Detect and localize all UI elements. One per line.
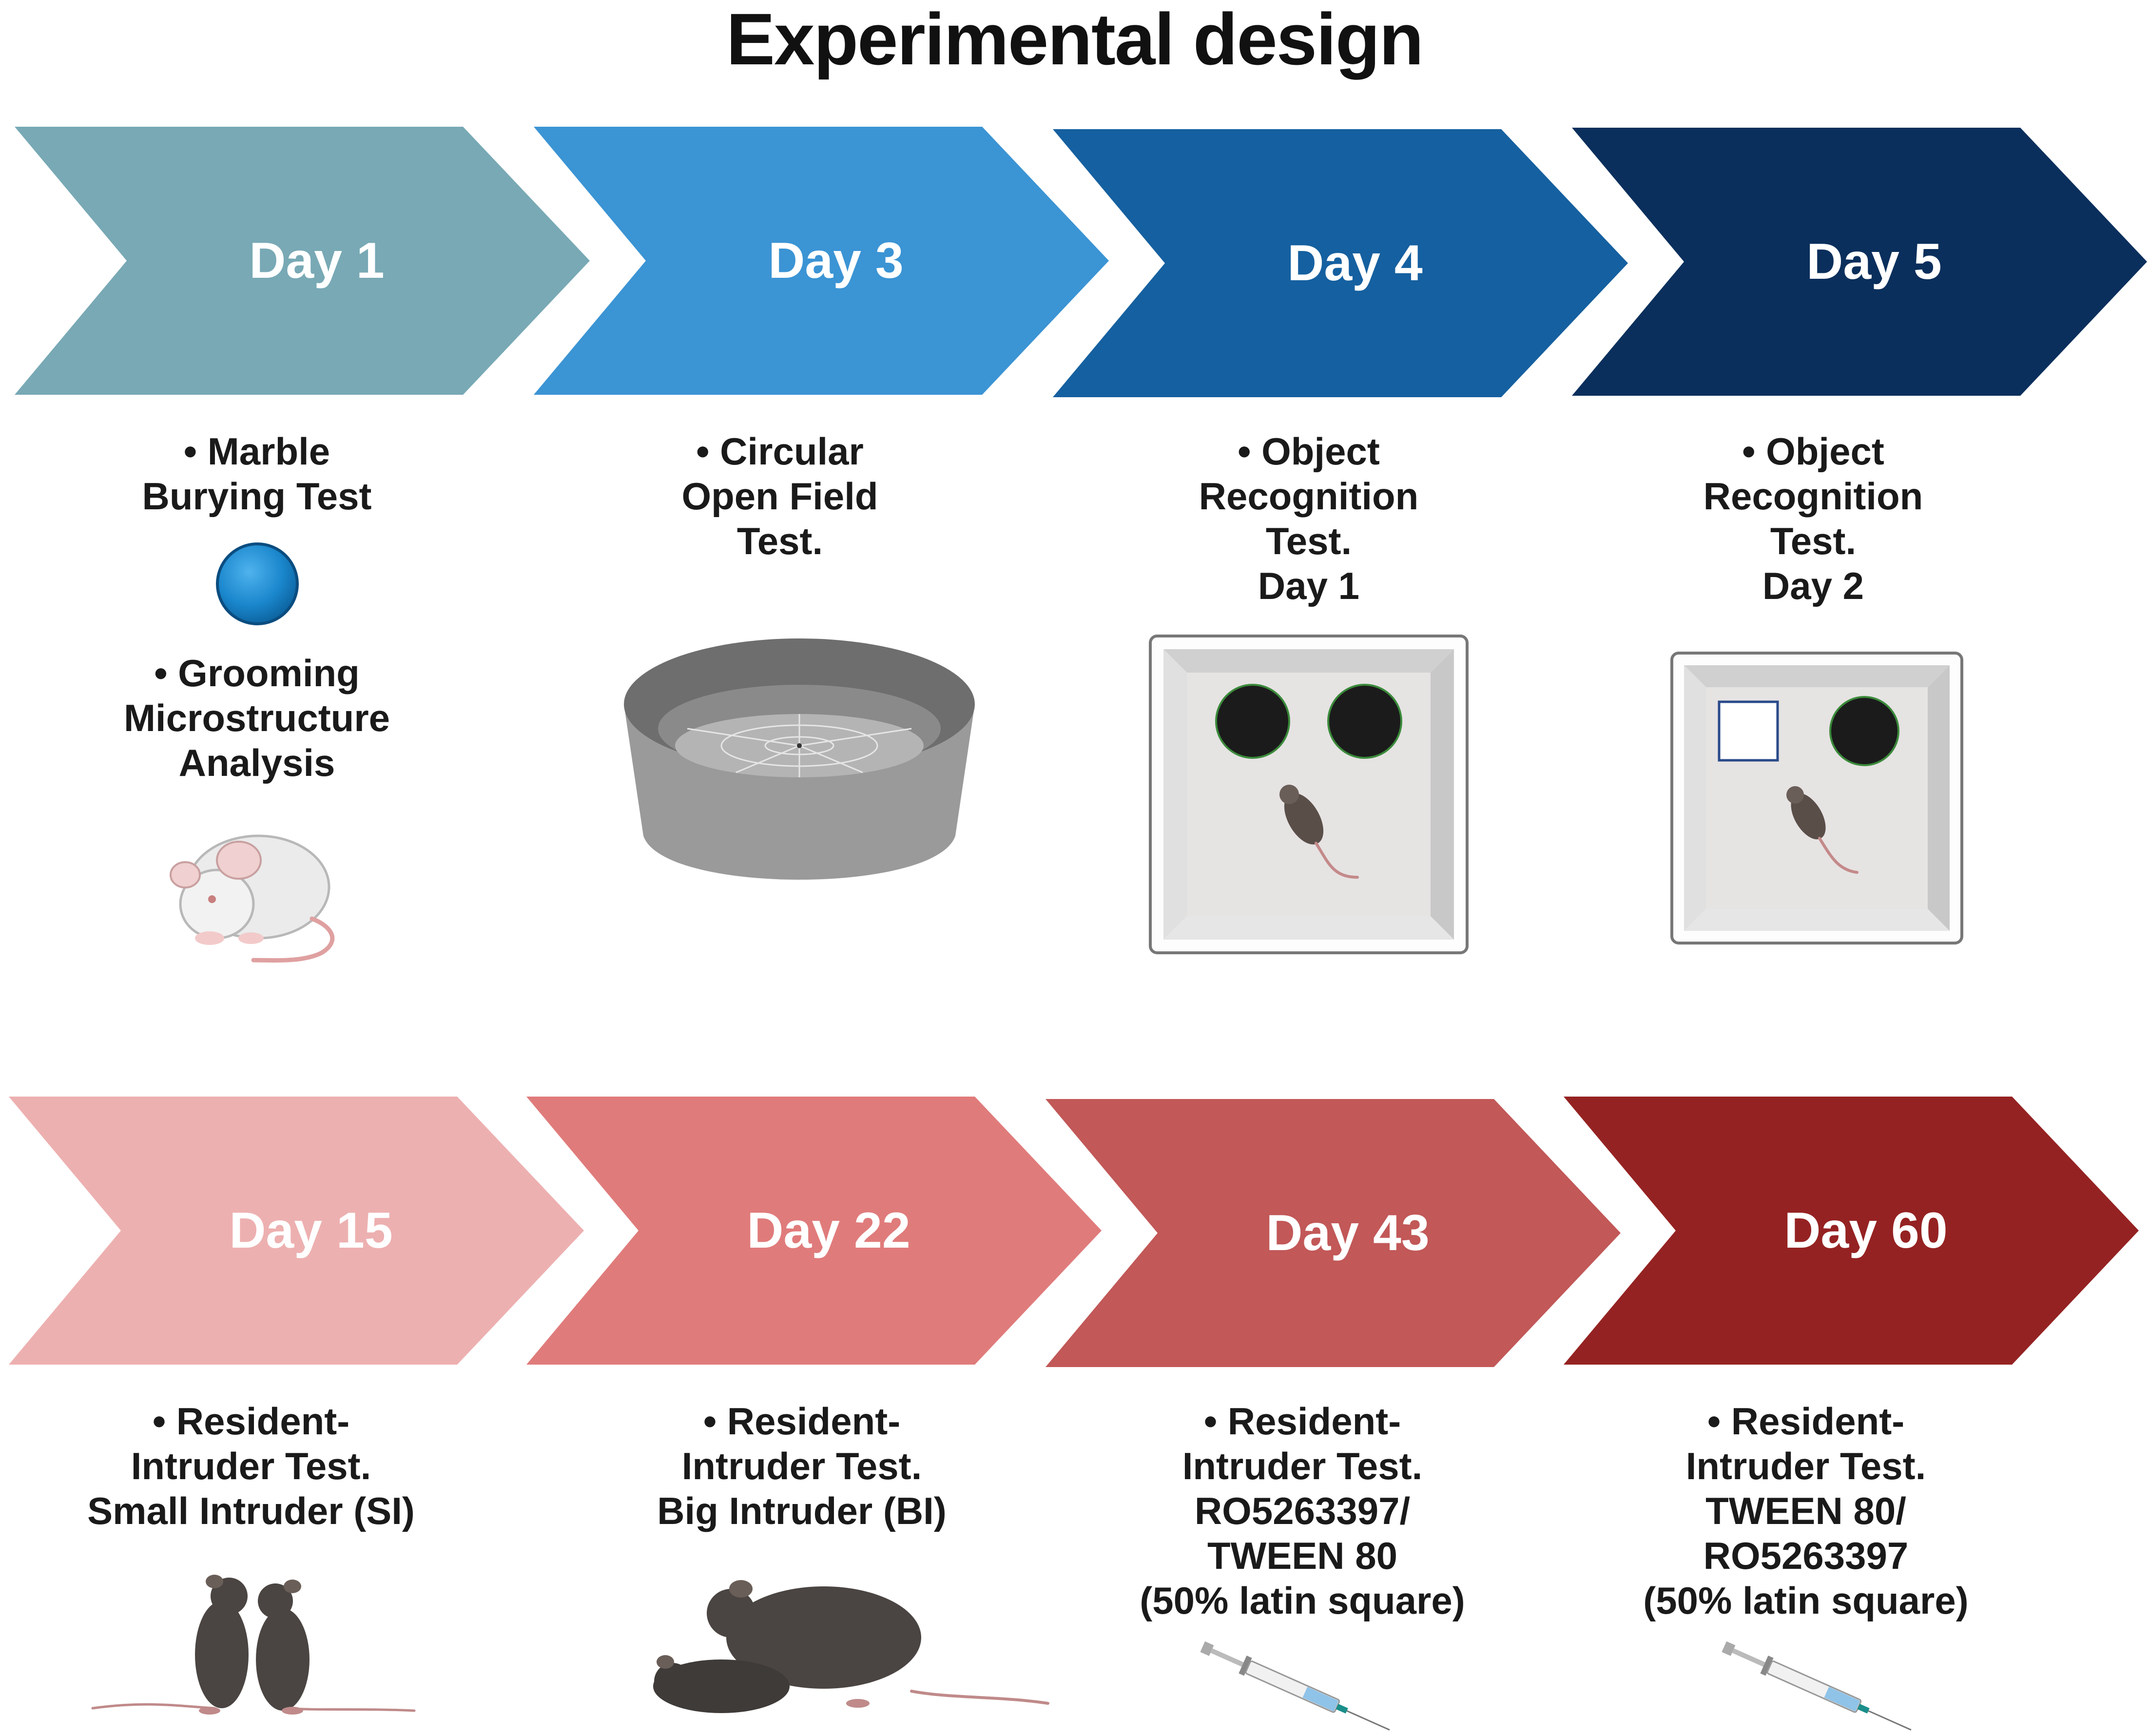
description-day-3: • Circular Open Field Test. — [681, 430, 878, 562]
chevron-day-1: Day 1 — [15, 127, 590, 395]
chevron-day-5: Day 5 — [1572, 128, 2147, 396]
two-mice-small-intruder-icon — [88, 1562, 419, 1723]
syringe-icon — [1696, 1638, 1930, 1735]
day-label: Day 22 — [747, 1202, 910, 1259]
chevron-day-15: Day 15 — [9, 1097, 584, 1365]
description-day-43: • Resident- Intruder Test. RO5263397/ TW… — [1140, 1400, 1465, 1622]
chevron-shape — [9, 1097, 584, 1365]
description-day-1-grooming: • Grooming Microstructure Analysis — [123, 652, 390, 784]
description-day-4: • Object Recognition Test. Day 1 — [1199, 430, 1419, 607]
chevron-shape — [1053, 129, 1628, 397]
chevron-day-4: Day 4 — [1053, 129, 1628, 397]
description-day-1-marble: • Marble Burying Test — [142, 430, 372, 518]
chevron-shape — [15, 127, 590, 395]
chevron-day-43: Day 43 — [1045, 1099, 1621, 1367]
chevron-day-3: Day 3 — [534, 127, 1109, 395]
day-label: Day 1 — [249, 232, 385, 289]
chevron-day-60: Day 60 — [1564, 1097, 2139, 1365]
chevron-shape — [1564, 1097, 2139, 1365]
white-mouse-grooming-icon — [166, 814, 351, 970]
chevron-shape — [1045, 1099, 1621, 1367]
arena-two-familiar-objects-icon — [1148, 634, 1470, 955]
figure-title: Experimental design — [726, 0, 1424, 80]
blue-marble-icon — [213, 540, 301, 628]
day-label: Day 5 — [1806, 233, 1942, 290]
chevron-shape — [534, 127, 1109, 395]
day-label: Day 4 — [1287, 234, 1423, 291]
chevron-shape — [1572, 128, 2147, 396]
description-day-15: • Resident- Intruder Test. Small Intrude… — [87, 1400, 415, 1532]
description-day-22: • Resident- Intruder Test. Big Intruder … — [657, 1400, 947, 1532]
day-label: Day 3 — [768, 232, 904, 289]
description-day-60: • Resident- Intruder Test. TWEEN 80/ RO5… — [1643, 1400, 1969, 1622]
day-label: Day 15 — [229, 1202, 393, 1259]
chevron-shape — [526, 1097, 1102, 1365]
circular-arena-icon — [614, 631, 985, 904]
day-label: Day 43 — [1266, 1204, 1430, 1261]
two-mice-big-intruder-icon — [648, 1574, 1053, 1720]
day-label: Day 60 — [1784, 1202, 1948, 1259]
description-day-5: • Object Recognition Test. Day 2 — [1703, 430, 1923, 607]
arena-novel-object-icon — [1669, 651, 1964, 945]
syringe-icon — [1175, 1638, 1409, 1735]
chevron-day-22: Day 22 — [526, 1097, 1102, 1365]
